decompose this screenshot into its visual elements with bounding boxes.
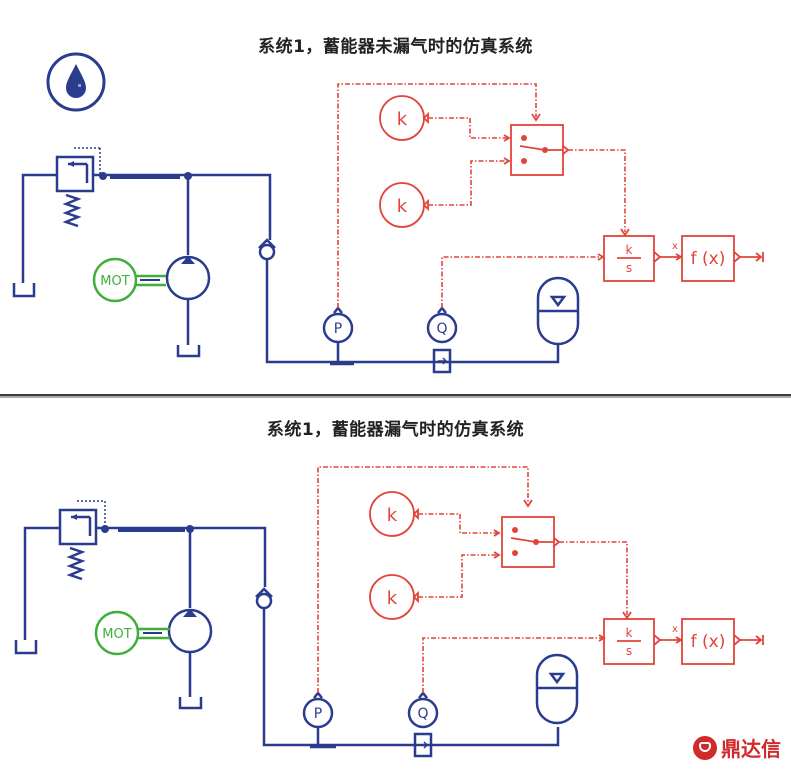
signal-sink (740, 252, 764, 262)
flow-sensor[interactable]: Q (407, 690, 439, 758)
circuit-diagram: MOT P Q (12, 52, 764, 374)
tank-icon (14, 640, 38, 655)
electric-motor[interactable]: MOT (94, 610, 170, 656)
svg-text:k: k (626, 243, 633, 257)
svg-text:Q: Q (417, 706, 428, 722)
svg-text:s: s (626, 261, 632, 275)
constant-block-2[interactable]: k (369, 574, 419, 620)
integrator-block[interactable]: k s (603, 235, 662, 282)
svg-text:f (x): f (x) (691, 632, 726, 652)
signal-label-x: x (672, 624, 678, 635)
constant-block-1[interactable]: k (379, 95, 429, 141)
hydraulic-pump[interactable] (165, 255, 211, 301)
accumulator[interactable] (535, 653, 579, 725)
svg-text:k: k (387, 505, 398, 526)
fluid-properties-icon[interactable] (46, 52, 106, 112)
panel-title: 系统1，蓄能器未漏气时的仿真系统 (258, 37, 533, 57)
svg-text:k: k (397, 196, 408, 217)
motor-label: MOT (102, 627, 131, 642)
electric-motor[interactable]: MOT (92, 257, 166, 303)
function-block[interactable]: f (x) (681, 235, 742, 282)
switch-block[interactable] (501, 516, 561, 568)
svg-text:k: k (626, 626, 633, 640)
watermark-text: 鼎达信 (721, 737, 781, 761)
divider-shadow (0, 396, 791, 398)
switch-block[interactable] (510, 124, 570, 176)
accumulator[interactable] (536, 276, 580, 346)
svg-text:s: s (626, 644, 632, 658)
pressure-sensor[interactable]: P (302, 690, 336, 749)
circuit-diagram: MOT P Q (14, 466, 764, 758)
flow-sensor[interactable]: Q (426, 305, 458, 374)
function-block[interactable]: f (x) (681, 618, 742, 665)
svg-text:P: P (334, 321, 342, 337)
relief-valve[interactable] (55, 147, 101, 228)
panel-system-no-leak: 系统1，蓄能器未漏气时的仿真系统 (12, 37, 764, 374)
brand-logo-icon (693, 735, 717, 760)
hydraulic-pump[interactable] (167, 608, 213, 654)
watermark: 鼎达信 (693, 733, 781, 762)
pressure-sensor[interactable]: P (322, 305, 354, 366)
signal-label-x: x (672, 241, 678, 252)
svg-text:P: P (314, 706, 322, 722)
tank-icon (176, 345, 201, 358)
svg-text:k: k (387, 588, 398, 609)
signal-sink (740, 635, 764, 645)
motor-label: MOT (100, 274, 129, 289)
panel-title: 系统1，蓄能器漏气时的仿真系统 (266, 420, 525, 440)
svg-text:Q: Q (436, 321, 447, 337)
panel-system-leak: 系统1，蓄能器漏气时的仿真系统 MOT (0, 397, 791, 770)
integrator-block[interactable]: k s (603, 618, 662, 665)
tank-icon (12, 283, 36, 298)
constant-block-1[interactable]: k (369, 491, 419, 537)
constant-block-2[interactable]: k (379, 182, 429, 228)
check-valve[interactable] (258, 238, 276, 261)
tank-icon (178, 697, 203, 710)
relief-valve[interactable] (58, 500, 106, 581)
svg-text:k: k (397, 109, 408, 130)
divider (0, 394, 791, 396)
check-valve[interactable] (255, 587, 273, 610)
svg-text:f (x): f (x) (691, 249, 726, 269)
